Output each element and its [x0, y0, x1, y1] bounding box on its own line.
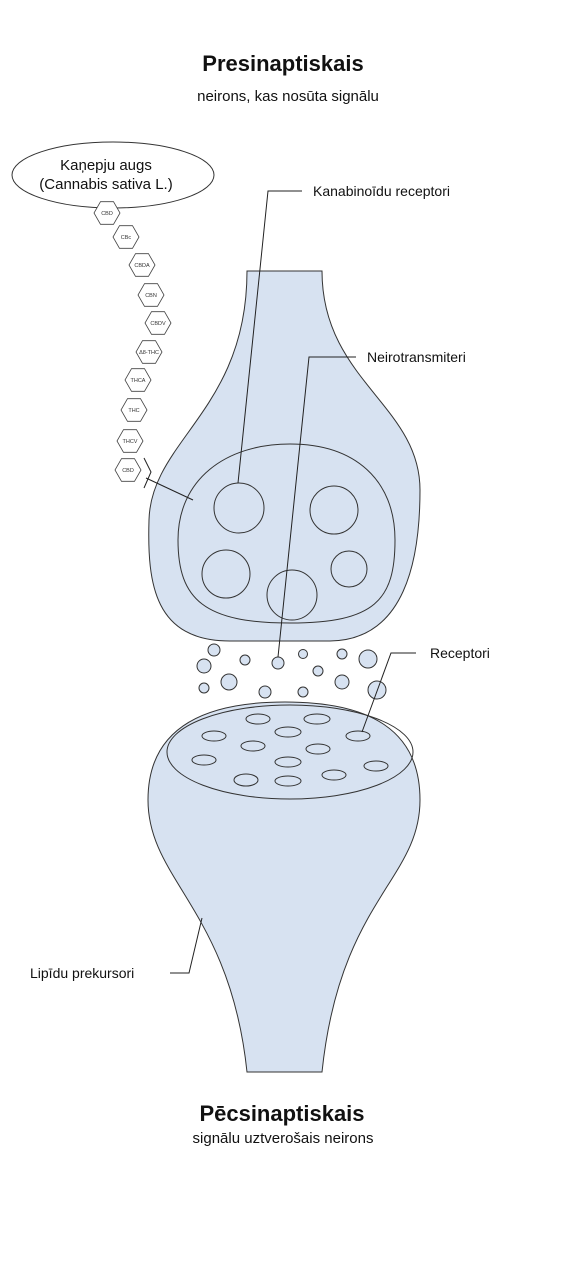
lipid-precursors-label: Lipīdu prekursori [30, 965, 134, 981]
plant-latin-name: (Cannabis sativa L.) [39, 176, 172, 193]
presynaptic-vesicle-membrane [177, 443, 396, 624]
cannabinoid-molecule-icon [93, 201, 121, 225]
cannabinoid-molecule-icon [120, 398, 148, 422]
plant-name: Kaņepju augs [60, 157, 152, 174]
cannabinoid-label: Δ8-THC [139, 350, 159, 356]
synaptic-vesicle [201, 549, 251, 599]
cannabinoid-molecule-icon [144, 311, 172, 335]
cannabinoid-molecule-icon [128, 253, 156, 277]
neurotransmitter [196, 658, 212, 674]
neurotransmitter [334, 674, 350, 690]
synaptic-vesicle [213, 482, 265, 534]
cannabinoid-receptors-label: Kanabinoīdu receptori [313, 183, 450, 199]
neurotransmitter [336, 648, 348, 660]
cannabis-plant-bubble [11, 141, 215, 209]
synaptic-vesicle [266, 569, 318, 621]
presynaptic-neuron [148, 270, 421, 642]
cannabinoid-molecule-icon [124, 368, 152, 392]
presynaptic-subtitle: neirons, kas nosūta signālu [197, 88, 379, 105]
cannabinoid-label: CBD [101, 211, 113, 217]
neurotransmitter [207, 643, 221, 657]
receptor [245, 713, 271, 725]
neurotransmitter [358, 649, 378, 669]
presynaptic-title: Presinaptiskais [202, 51, 363, 76]
receptors-label: Receptori [430, 645, 490, 661]
receptor [191, 754, 217, 766]
cannabinoid-label: CBc [121, 235, 132, 241]
receptor [240, 740, 266, 752]
receptor [321, 769, 347, 781]
receptor-leader [361, 652, 416, 733]
cannabinoid-label: THCV [123, 439, 138, 445]
neurotransmitter [298, 649, 308, 659]
postsynaptic-neuron [147, 701, 421, 1073]
synaptic-vesicle [309, 485, 359, 535]
neurotransmitter [258, 685, 272, 699]
neurotransmitter [312, 665, 324, 677]
neurotransmitter [198, 682, 210, 694]
neurotransmitter-dots [196, 643, 387, 700]
receptor [274, 756, 302, 768]
receptor [201, 730, 227, 742]
cannabinoid-molecule-icon [135, 340, 163, 364]
cannabinoid-molecule-icon [137, 283, 165, 307]
neurotransmitter [271, 656, 285, 670]
receptor-surface [166, 704, 414, 800]
cannabinoid-receptor-leader [237, 190, 302, 484]
lipid-precursor-leader [170, 917, 203, 974]
receptor [305, 743, 331, 755]
neurotransmitters-label: Neirotransmiteri [367, 349, 466, 365]
cannabinoid-molecule-icon [114, 458, 142, 482]
receptor [363, 760, 389, 772]
postsynaptic-subtitle: signālu uztverošais neirons [193, 1130, 374, 1147]
cannabinoid-label: THC [128, 408, 139, 414]
receptor [274, 726, 302, 738]
neurotransmitter-leader [277, 356, 356, 658]
synaptic-vesicle [330, 550, 368, 588]
cannabinoid-molecule-icon [116, 429, 144, 453]
cannabinoid-label: CBDA [134, 263, 150, 269]
cannabinoid-bracket [143, 457, 152, 489]
cannabinoid-label: THCA [131, 378, 146, 384]
receptor [303, 713, 331, 725]
cannabinoid-molecule-icon [112, 225, 140, 249]
neurotransmitter [297, 686, 309, 698]
cannabinoid-label: CBDV [150, 321, 166, 327]
receptor [274, 775, 302, 787]
receptor [345, 730, 371, 742]
receptor [233, 773, 259, 787]
receptor-group [191, 713, 389, 787]
neurotransmitter [239, 654, 251, 666]
cannabinoid-label: CBN [145, 293, 157, 299]
cannabinoid-leader [145, 477, 194, 501]
cannabinoid-label: CBD [122, 468, 134, 474]
neurotransmitter [220, 673, 238, 691]
postsynaptic-title: Pēcsinaptiskais [199, 1101, 364, 1126]
